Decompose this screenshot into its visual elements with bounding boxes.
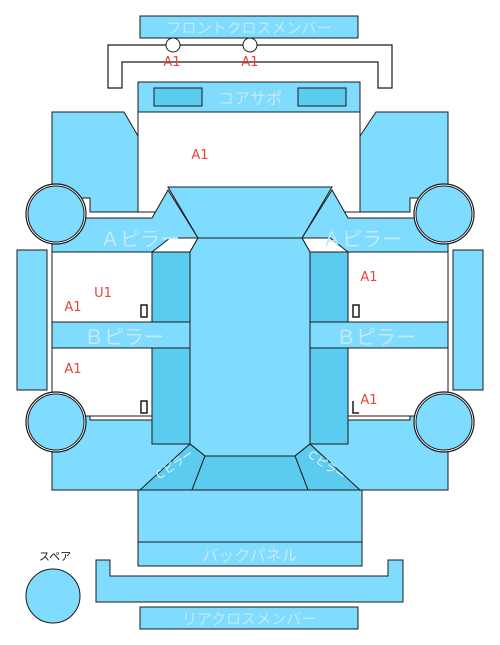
rear-member-bracket[interactable] [95, 559, 404, 603]
front-member-bracket [107, 44, 393, 89]
right-side-panel[interactable] [452, 249, 484, 391]
left-front-door[interactable] [51, 251, 153, 323]
spare-tire[interactable] [25, 568, 81, 624]
left-a-pillar-label: Ａピラー [100, 227, 180, 251]
spare-label: スペア [39, 550, 71, 563]
front-member-bolt-left [165, 37, 181, 53]
front-right-wheel[interactable] [415, 185, 473, 243]
damage-code-hood: A1 [191, 148, 208, 163]
left-b-pillar[interactable] [51, 321, 191, 349]
rear-cross-member[interactable] [139, 606, 359, 630]
back-panel-label: バックパネル [202, 546, 297, 565]
back-panel[interactable] [137, 541, 363, 567]
damage-code-rear-left: A1 [64, 362, 81, 377]
right-a-pillar-label: Ａピラー [322, 227, 402, 251]
left-b-pillar-label: Ｂピラー [84, 325, 164, 349]
front-member-bolt-right [242, 37, 258, 53]
right-rear-door-handle [352, 401, 359, 414]
trunk-lid[interactable] [191, 455, 309, 491]
left-sill-rear[interactable] [151, 347, 191, 445]
right-b-pillar-label: Ｂピラー [336, 325, 416, 349]
right-front-fender[interactable] [359, 111, 449, 213]
right-front-door[interactable] [347, 251, 449, 323]
right-sill-front[interactable] [309, 251, 349, 323]
damage-code-front-member-left: A1 [163, 55, 180, 70]
core-support-label: コアサポ [218, 89, 282, 108]
rear-left-wheel[interactable] [27, 393, 85, 451]
core-support-left-hole [153, 87, 203, 107]
right-sill-rear[interactable] [309, 347, 349, 445]
rear-cross-member-label: リアクロスメンバー [182, 610, 316, 628]
right-front-door-handle [352, 304, 360, 318]
trunk-area[interactable] [137, 489, 363, 543]
front-left-wheel[interactable] [27, 185, 85, 243]
left-sill-front[interactable] [151, 251, 191, 323]
left-front-door-handle [140, 304, 148, 318]
damage-code-front-right: A1 [360, 270, 377, 285]
roof-panel[interactable] [189, 237, 311, 457]
damage-code-front-left-inner: U1 [94, 286, 112, 301]
front-cross-member-label: フロントクロスメンバー [166, 19, 331, 37]
left-rear-door-handle [140, 400, 148, 414]
right-b-pillar[interactable] [309, 321, 449, 349]
rear-right-wheel[interactable] [415, 393, 473, 451]
damage-code-rear-right: A1 [360, 393, 377, 408]
damage-code-front-member-right: A1 [241, 55, 258, 70]
core-support-right-hole [297, 87, 347, 107]
damage-code-front-left-lower: A1 [64, 300, 81, 315]
left-side-panel[interactable] [16, 249, 48, 391]
